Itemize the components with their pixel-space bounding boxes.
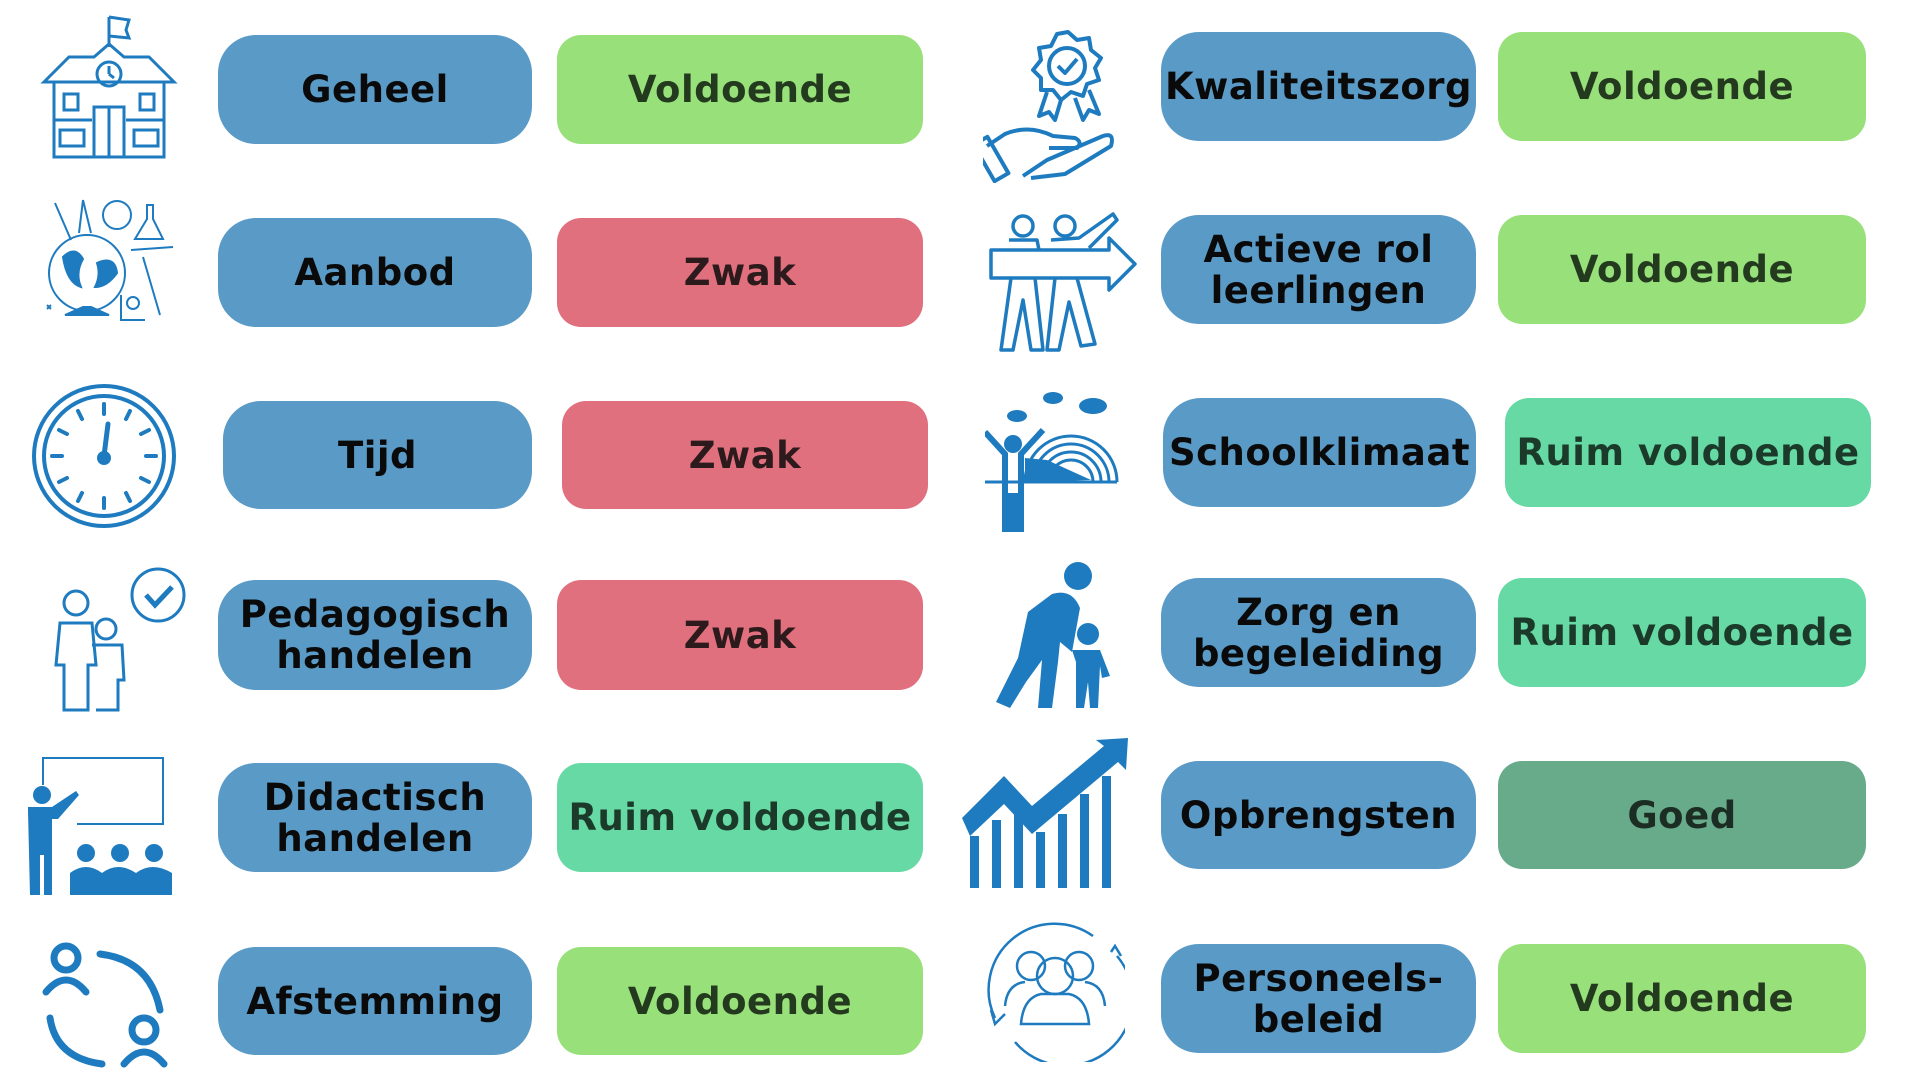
category-label-pedagogisch-handelen: Pedagogisch handelen bbox=[218, 580, 532, 690]
category-label-didactisch-handelen: Didactisch handelen bbox=[218, 763, 532, 872]
rating-badge-kwaliteitszorg: Voldoende bbox=[1498, 32, 1866, 141]
rating-badge-actieve-rol-leerlingen: Voldoende bbox=[1498, 215, 1866, 324]
category-label-aanbod: Aanbod bbox=[218, 218, 532, 327]
category-label-zorg-en-begeleiding: Zorg en begeleiding bbox=[1161, 578, 1476, 687]
rating-badge-afstemming: Voldoende bbox=[557, 947, 923, 1055]
rating-badge-geheel: Voldoende bbox=[557, 35, 923, 144]
category-label-tijd: Tijd bbox=[223, 401, 532, 509]
growth-chart-icon bbox=[962, 738, 1130, 888]
category-label-opbrengsten: Opbrengsten bbox=[1161, 761, 1476, 869]
category-label-afstemming: Afstemming bbox=[218, 947, 532, 1055]
category-label-schoolklimaat: Schoolklimaat bbox=[1163, 398, 1476, 507]
category-label-kwaliteitszorg: Kwaliteitszorg bbox=[1161, 32, 1476, 141]
clock-icon bbox=[30, 382, 178, 530]
school-building-icon bbox=[33, 12, 185, 162]
rating-badge-didactisch-handelen: Ruim voldoende bbox=[557, 763, 923, 872]
rating-badge-pedagogisch-handelen: Zwak bbox=[557, 580, 923, 690]
people-checkmark-icon bbox=[38, 565, 190, 713]
teacher-whiteboard-icon bbox=[22, 755, 178, 895]
category-label-actieve-rol-leerlingen: Actieve rol leerlingen bbox=[1161, 215, 1476, 324]
rating-badge-aanbod: Zwak bbox=[557, 218, 923, 327]
rating-badge-zorg-en-begeleiding: Ruim voldoende bbox=[1498, 578, 1866, 687]
rating-badge-tijd: Zwak bbox=[562, 401, 928, 509]
rainbow-person-icon bbox=[985, 392, 1125, 532]
award-hand-icon bbox=[983, 28, 1118, 183]
rating-badge-personeelsbeleid: Voldoende bbox=[1498, 944, 1866, 1053]
adult-child-icon bbox=[988, 562, 1113, 712]
globe-education-icon bbox=[35, 195, 180, 333]
people-exchange-icon bbox=[38, 940, 173, 1074]
rating-badge-schoolklimaat: Ruim voldoende bbox=[1505, 398, 1871, 507]
category-label-personeelsbeleid: Personeels-beleid bbox=[1161, 944, 1476, 1053]
people-arrow-icon bbox=[985, 210, 1137, 360]
category-label-geheel: Geheel bbox=[218, 35, 532, 144]
team-cycle-icon bbox=[985, 922, 1125, 1062]
rating-badge-opbrengsten: Goed bbox=[1498, 761, 1866, 869]
